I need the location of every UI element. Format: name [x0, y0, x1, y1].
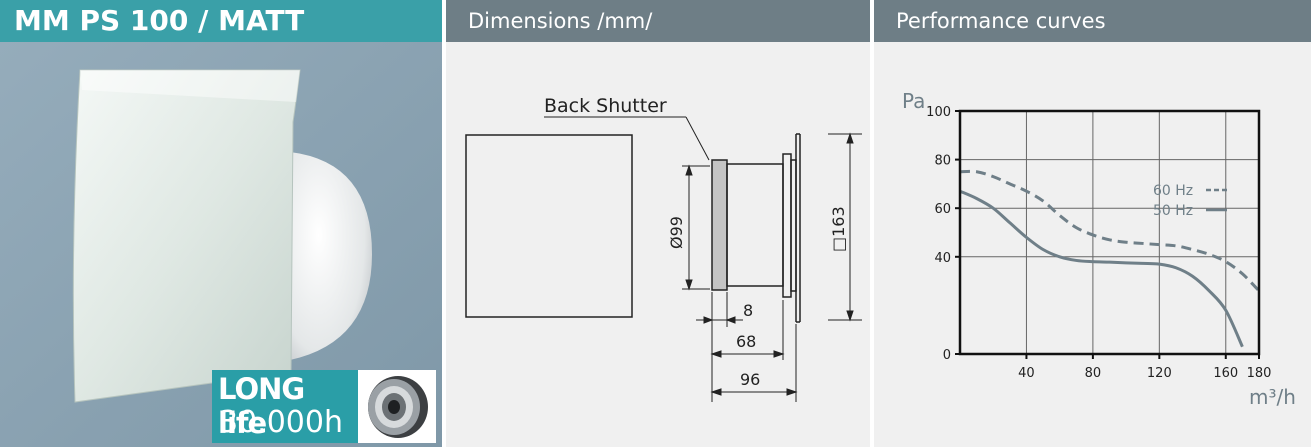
dim-68-label: 68: [736, 332, 756, 351]
y-tick-label: 80: [934, 154, 951, 169]
back-shutter-label: Back Shutter: [544, 95, 667, 117]
performance-chart: 40 80 120 160 180 0 40 60 80 100 Pa m³/h 60 Hz 50 …: [902, 89, 1296, 409]
product-title: MM PS 100 / MATT: [0, 0, 442, 42]
badge-line1: LONG life: [218, 372, 305, 440]
chart-grid: [960, 111, 1259, 354]
performance-panel: Performance curves 40 80 120 160 180 0 40 60 80 1…: [874, 0, 1311, 447]
y-tick-label: 100: [926, 105, 951, 120]
dim-8-label: 8: [743, 301, 753, 320]
series-line-50-hz: [959, 189, 1244, 348]
x-tick-label: 120: [1147, 366, 1172, 381]
long-life-badge: LONG life 30.000h: [212, 370, 358, 443]
dimension-drawing: Back Shutter Ø99 □163 8 68 96: [465, 95, 862, 402]
product-panel: MM PS 100 / MATT LONG life 30.000h: [0, 0, 442, 447]
series-line-60-hz: [959, 169, 1261, 292]
chart-series: [959, 169, 1261, 348]
chart-ticks: 40 80 120 160 180 0 40 60 80 100: [926, 105, 1271, 381]
chart-legend: 60 Hz 50 Hz: [1153, 183, 1227, 219]
chart-frame: [958, 109, 1261, 356]
x-tick-label: 180: [1247, 366, 1272, 381]
dimensions-panel: Dimensions /mm/: [446, 0, 870, 447]
x-axis-label: m³/h: [1249, 385, 1296, 409]
bearing-icon: [358, 370, 436, 443]
y-tick-label: 0: [943, 348, 951, 363]
badge-line2: 30.000h: [219, 405, 343, 440]
dimensions-header: Dimensions /mm/: [446, 0, 870, 42]
y-tick-label: 40: [934, 251, 951, 266]
square-size-label: □163: [829, 206, 848, 252]
legend-label: 60 Hz: [1153, 183, 1193, 199]
diameter-label: Ø99: [667, 216, 686, 249]
dim-96-label: 96: [740, 370, 760, 389]
legend-label: 50 Hz: [1153, 203, 1193, 219]
y-axis-label: Pa: [902, 89, 925, 113]
front-view: [465, 134, 633, 318]
y-tick-label: 60: [934, 202, 951, 217]
x-tick-label: 160: [1213, 366, 1238, 381]
x-tick-label: 40: [1018, 366, 1035, 381]
performance-header: Performance curves: [874, 0, 1311, 42]
x-tick-label: 80: [1085, 366, 1102, 381]
